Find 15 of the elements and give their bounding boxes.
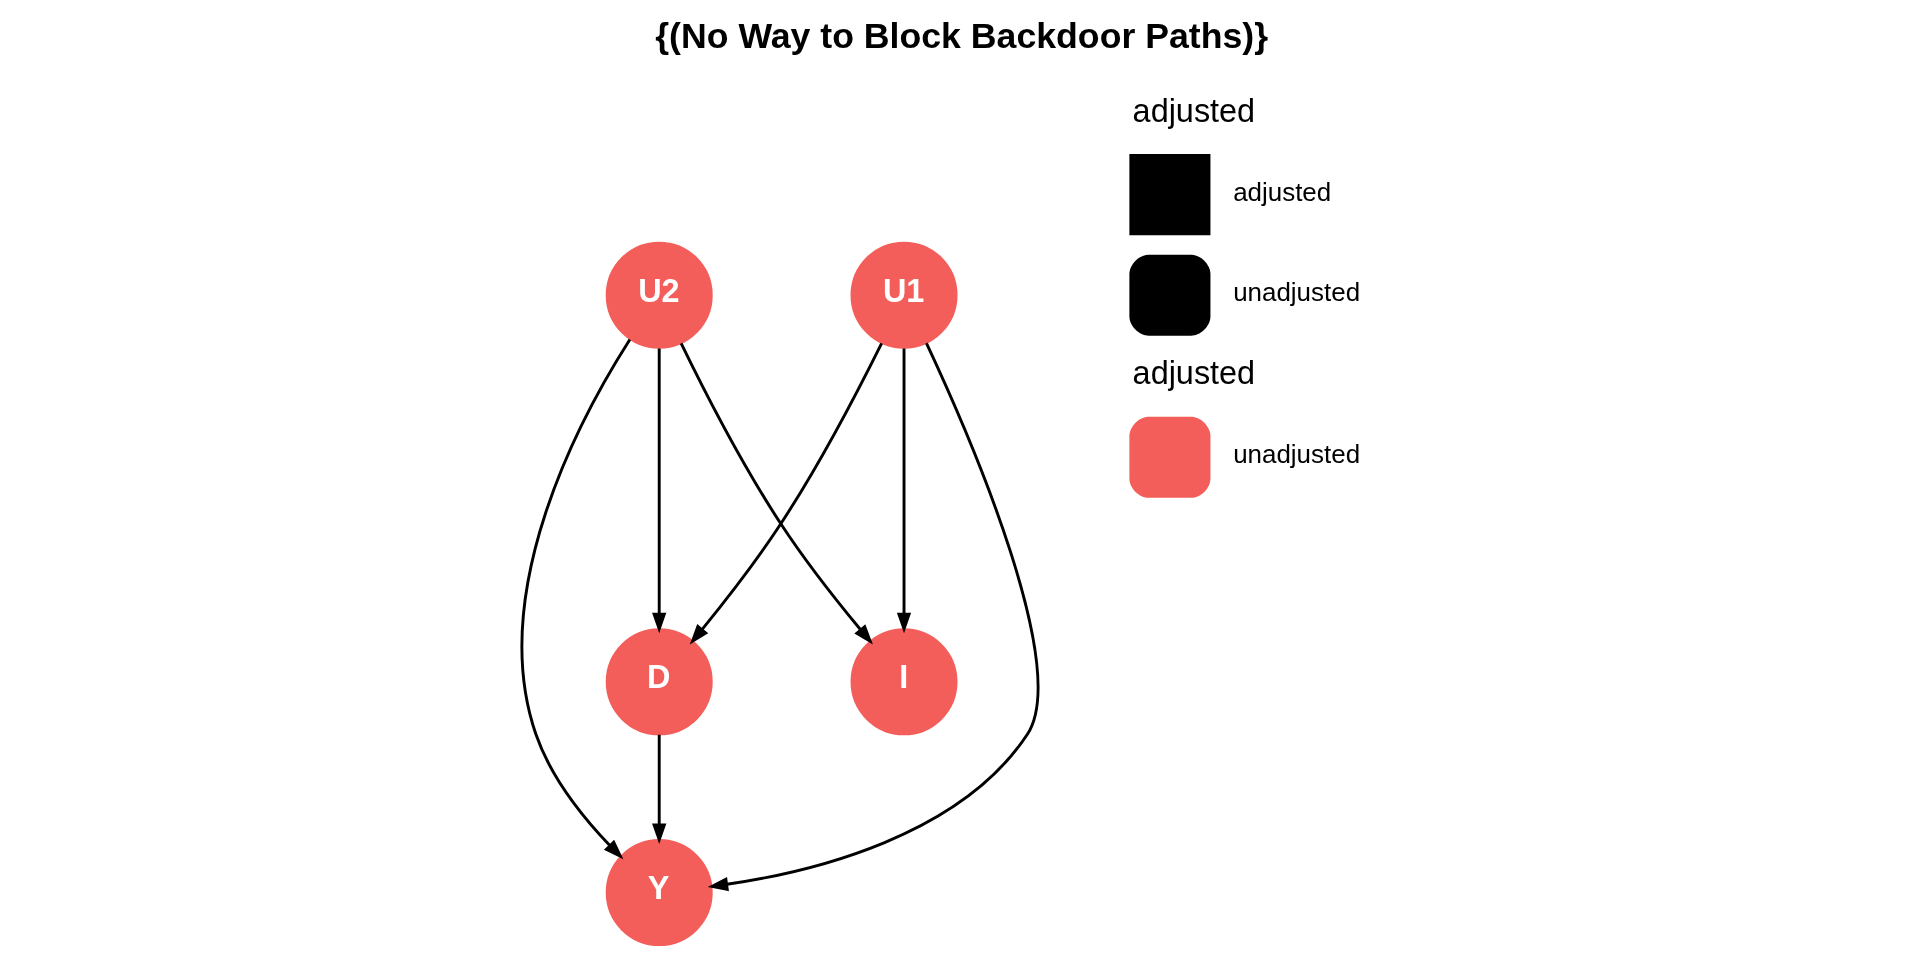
node-circle: D [605, 628, 713, 736]
arrow [896, 348, 912, 634]
node-circle: I [850, 628, 958, 736]
arrow [652, 734, 667, 844]
label: adjusted [1132, 355, 1256, 392]
legend-label: unadjusted [1233, 278, 1361, 307]
legend-label: adjusted [1233, 177, 1332, 206]
legend-label: unadjusted [1233, 440, 1361, 469]
label: adjusted [1132, 92, 1256, 129]
node-circle: U1 [850, 241, 958, 349]
arrow [520, 338, 632, 860]
arrow [652, 348, 667, 634]
arrow [707, 342, 1040, 892]
diagram-title: {(No Way to Block Backdoor Paths)} [655, 16, 1269, 57]
node-circle: U2 [605, 241, 713, 349]
